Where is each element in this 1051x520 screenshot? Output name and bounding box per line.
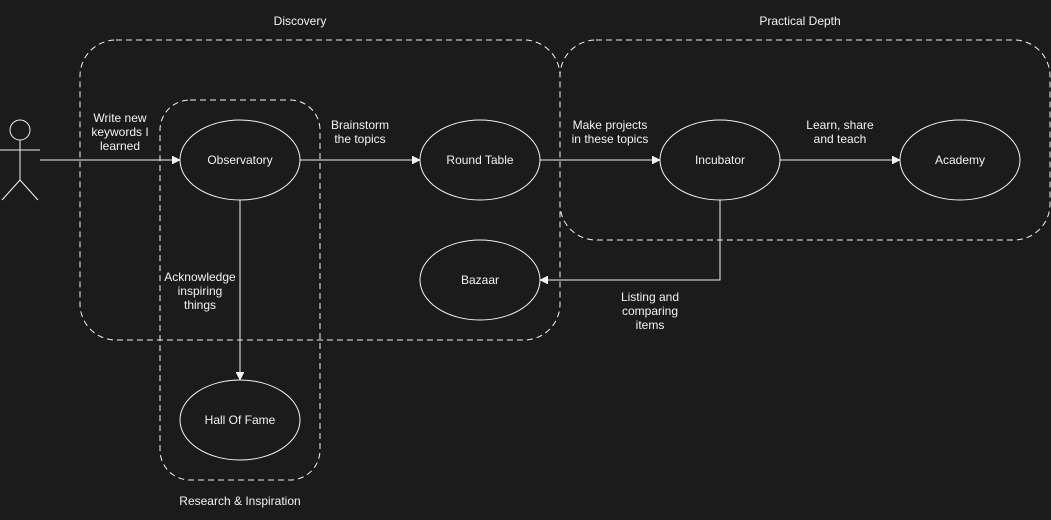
practical-depth-group-title: Practical Depth bbox=[759, 14, 840, 28]
bazaar-label: Bazaar bbox=[461, 273, 499, 287]
discovery-group bbox=[79, 39, 561, 341]
round-table-label: Round Table bbox=[446, 153, 513, 167]
edge-label-line: the topics bbox=[334, 132, 385, 146]
observatory-label: Observatory bbox=[207, 153, 272, 167]
edge-label-incubator-to-bazaar: Listing and comparing items bbox=[621, 290, 679, 332]
edge-incubator-to-bazaar bbox=[541, 200, 721, 280]
incubator-node[interactable]: Incubator bbox=[659, 119, 781, 201]
edge-label-line: inspiring bbox=[178, 284, 223, 298]
edge-label-line: items bbox=[636, 318, 665, 332]
user-actor-icon bbox=[0, 119, 40, 201]
edge-label-actor-to-observatory: Write new keywords I learned bbox=[91, 111, 148, 153]
incubator-label: Incubator bbox=[695, 153, 745, 167]
edge-label-line: comparing bbox=[622, 304, 678, 318]
edge-label-line: keywords I bbox=[91, 125, 148, 139]
edge-label-line: Write new bbox=[93, 111, 146, 125]
edge-label-line: and teach bbox=[814, 132, 867, 146]
edge-label-line: Listing and bbox=[621, 290, 679, 304]
hall-of-fame-node[interactable]: Hall Of Fame bbox=[179, 379, 301, 461]
bazaar-node[interactable]: Bazaar bbox=[419, 239, 541, 321]
edge-label-round-table-to-incubator: Make projects in these topics bbox=[572, 118, 649, 146]
edge-label-line: in these topics bbox=[572, 132, 649, 146]
edge-label-line: things bbox=[184, 298, 216, 312]
research-inspiration-group bbox=[159, 99, 321, 481]
edge-label-line: learned bbox=[100, 139, 140, 153]
edge-label-observatory-to-round-table: Brainstorm the topics bbox=[331, 118, 389, 146]
hall-of-fame-label: Hall Of Fame bbox=[205, 413, 276, 427]
observatory-node[interactable]: Observatory bbox=[179, 119, 301, 201]
edge-label-observatory-to-hall-of-fame: Acknowledge inspiring things bbox=[163, 266, 237, 314]
edge-label-line: Make projects bbox=[573, 118, 648, 132]
edge-label-line: Brainstorm bbox=[331, 118, 389, 132]
discovery-group-title: Discovery bbox=[274, 14, 327, 28]
edge-label-line: Acknowledge bbox=[164, 270, 236, 284]
edge-label-incubator-to-academy: Learn, share and teach bbox=[806, 118, 874, 146]
round-table-node[interactable]: Round Table bbox=[419, 119, 541, 201]
academy-label: Academy bbox=[935, 153, 985, 167]
academy-node[interactable]: Academy bbox=[899, 119, 1021, 201]
edge-label-line: Learn, share bbox=[806, 118, 874, 132]
research-inspiration-group-title: Research & Inspiration bbox=[179, 494, 300, 508]
